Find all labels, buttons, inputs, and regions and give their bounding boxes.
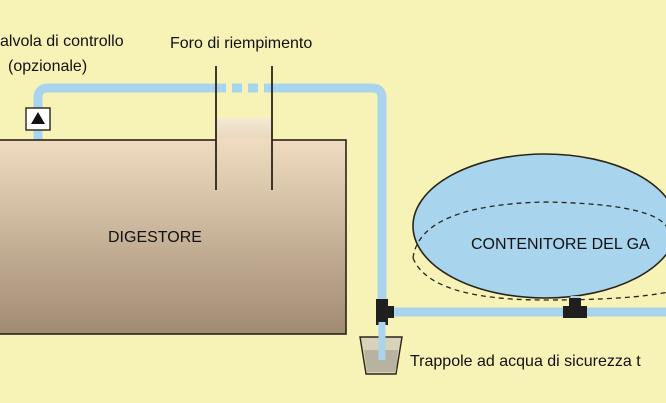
tee-fitting-icon (376, 299, 394, 325)
fill-hole-label: Foro di riempimento (170, 35, 312, 52)
gas-container-dashed-outline-lower (412, 257, 666, 301)
control-valve-label-line1: alvola di controllo (0, 33, 124, 50)
digester-label: DIGESTORE (108, 229, 202, 246)
control-valve-label-line2: (opzionale) (8, 58, 87, 75)
gas-pipe-network (33, 83, 666, 318)
gas-container-label: CONTENITORE DEL GA (471, 236, 650, 253)
water-trap-label: Trappole ad acqua di sicurezza t (410, 353, 641, 370)
water-trap-cup-icon (359, 322, 403, 375)
digester-tank (0, 139, 347, 335)
gas-container (412, 153, 666, 299)
valve-icon (25, 107, 51, 131)
gas-container-dashed-outline (412, 201, 666, 259)
tee-fitting-icon (563, 298, 587, 318)
